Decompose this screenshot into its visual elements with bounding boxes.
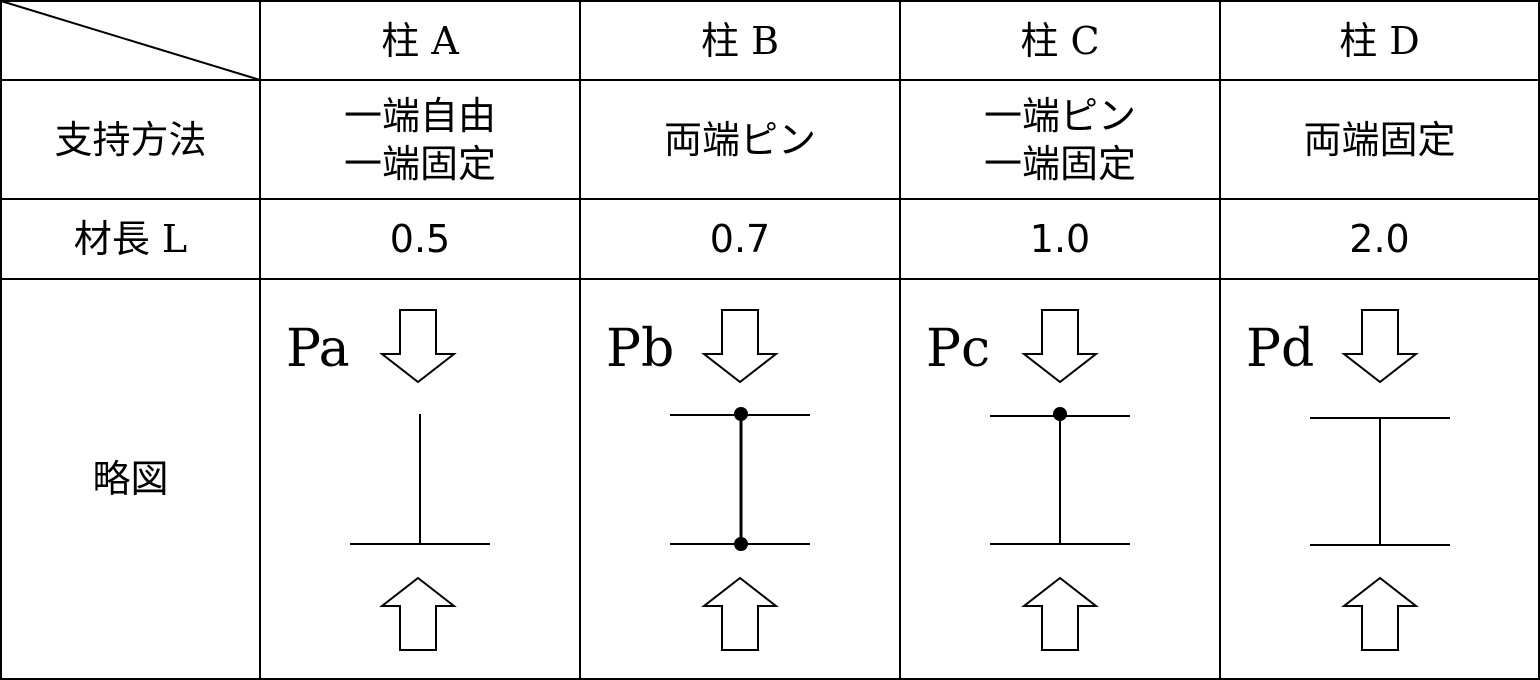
length-row-label: 材長 L	[73, 217, 188, 261]
support-cell-c: 一端ピン 一端固定	[901, 81, 1219, 198]
support-cell-b: 両端ピン	[581, 81, 899, 198]
support-c-line-2: 一端固定	[983, 141, 1136, 186]
pin-joint-icon	[734, 537, 748, 551]
diagram-row-label: 略図	[92, 457, 169, 501]
support-d-line-1: 両端固定	[1303, 117, 1456, 162]
header-column-c-label: 柱 C	[1020, 18, 1100, 63]
header-column-b-label: 柱 B	[700, 18, 779, 63]
load-label-pa: Pa	[286, 319, 350, 379]
support-cell-a: 一端自由 一端固定	[261, 81, 579, 198]
support-row-label: 支持方法	[54, 117, 207, 162]
header-column-d: 柱 D	[1221, 2, 1538, 79]
row-label-length: 材長 L	[2, 200, 259, 278]
table-col-divider	[579, 0, 581, 680]
support-cell-d: 両端固定	[1221, 81, 1538, 198]
table-col-divider	[259, 0, 261, 680]
pin-joint-icon	[734, 407, 748, 421]
table-row-divider	[0, 79, 1540, 81]
support-c-line-1: 一端ピン	[983, 93, 1136, 138]
load-label-pc: Pc	[926, 319, 990, 379]
load-arrow-down-icon	[1023, 309, 1097, 383]
diagram-column-b: Pb	[606, 309, 810, 651]
length-c-value: 1.0	[1029, 217, 1091, 261]
length-b-value: 0.7	[709, 217, 771, 261]
reaction-arrow-up-icon	[703, 577, 777, 651]
support-b-line-1: 両端ピン	[663, 117, 816, 162]
length-cell-b: 0.7	[581, 200, 899, 278]
length-a-value: 0.5	[389, 217, 451, 261]
header-column-b: 柱 B	[581, 2, 899, 79]
load-arrow-down-icon	[1343, 309, 1417, 383]
length-d-value: 2.0	[1349, 217, 1410, 261]
diagram-column-d: Pd	[1246, 309, 1450, 651]
table-row-divider	[0, 278, 1540, 280]
table-border-left	[0, 0, 2, 680]
reaction-arrow-up-icon	[1343, 577, 1417, 651]
row-label-diagram: 略図	[2, 280, 259, 678]
diagram-column-a: Pa	[286, 309, 490, 651]
load-arrow-down-icon	[381, 309, 455, 383]
length-cell-d: 2.0	[1221, 200, 1538, 278]
support-a-line-2: 一端固定	[343, 141, 496, 186]
table-col-divider	[899, 0, 901, 680]
load-label-pb: Pb	[606, 319, 674, 379]
header-column-a: 柱 A	[261, 2, 579, 79]
reaction-arrow-up-icon	[381, 577, 455, 651]
length-cell-c: 1.0	[901, 200, 1219, 278]
header-column-d-label: 柱 D	[1339, 18, 1420, 63]
load-label-pd: Pd	[1246, 319, 1314, 379]
row-label-support: 支持方法	[2, 81, 259, 198]
header-column-c: 柱 C	[901, 2, 1219, 79]
length-cell-a: 0.5	[261, 200, 579, 278]
support-a-line-1: 一端自由	[343, 93, 496, 138]
reaction-arrow-up-icon	[1023, 577, 1097, 651]
pin-joint-icon	[1053, 407, 1067, 421]
table-row-divider	[0, 198, 1540, 200]
table-border-right	[1538, 0, 1540, 680]
table-border-top	[0, 0, 1540, 2]
table-border-bottom	[0, 678, 1540, 680]
diagram-column-c: Pc	[926, 309, 1130, 651]
table-col-divider	[1219, 0, 1221, 680]
header-column-a-label: 柱 A	[381, 18, 459, 63]
load-arrow-down-icon	[703, 309, 777, 383]
